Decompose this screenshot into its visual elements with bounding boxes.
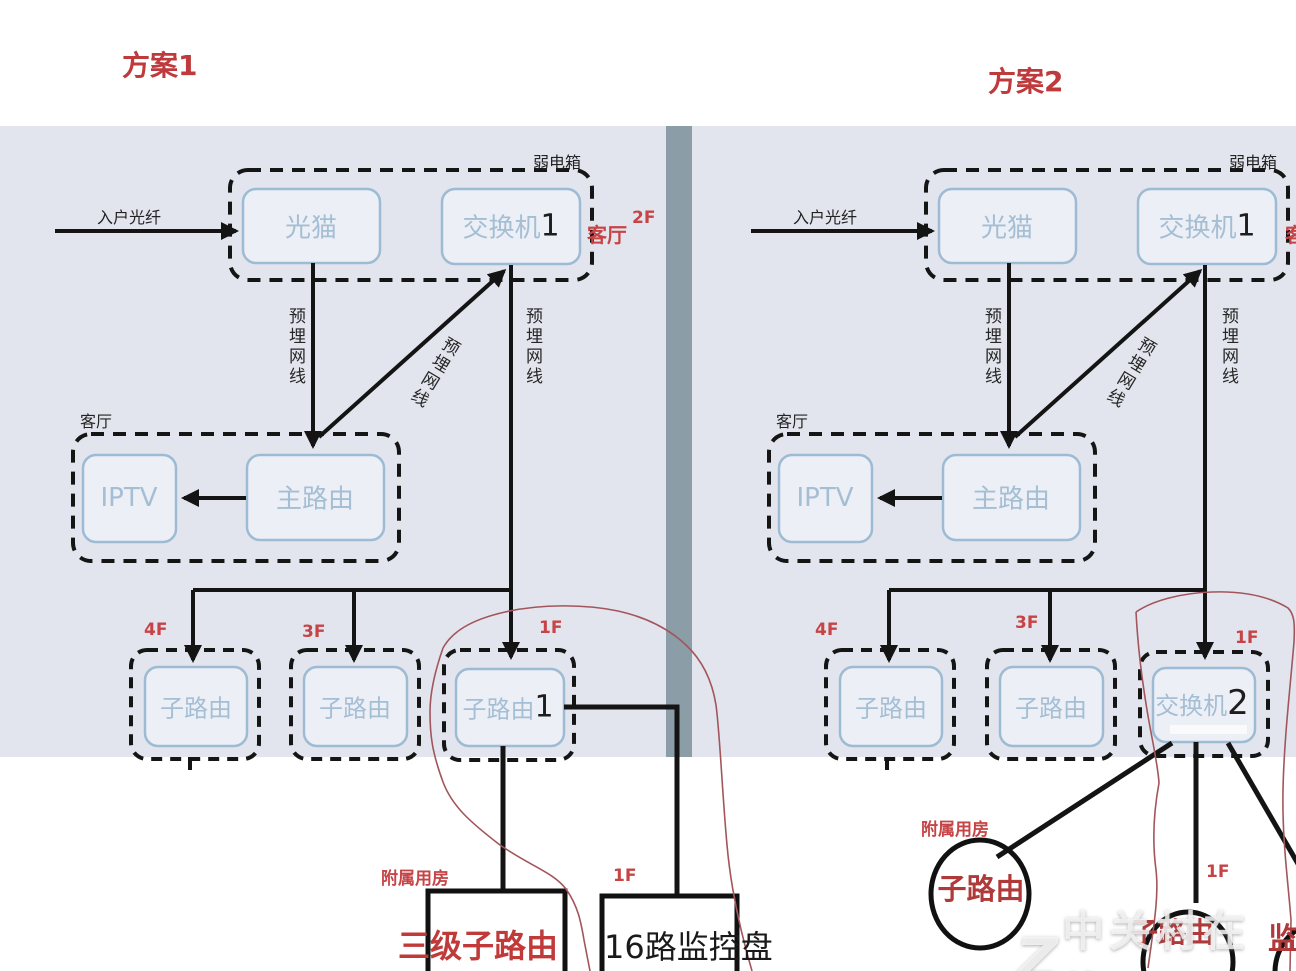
sub4f-node-left (143, 665, 249, 748)
freehand-circle-right-a (1135, 611, 1160, 969)
living-red-label-right-clipped: 客 (1285, 223, 1296, 247)
iptv-text-left: IPTV (100, 483, 158, 513)
living-room-label-right: 客厅 (776, 412, 809, 431)
fiber-label-left: 入户光纤 (97, 208, 162, 227)
main-router-node-right (941, 453, 1082, 542)
living-red-label-left: 客厅 (587, 223, 627, 247)
sub3f-node-left (302, 665, 409, 748)
monitor-circle-text-clipped: 监 (1268, 922, 1296, 957)
sub3f-text-right: 子路由 (1015, 694, 1087, 723)
monitor-panel-box (599, 893, 740, 971)
sub3f-text-left: 子路由 (319, 694, 391, 723)
living-room-label-left: 客厅 (80, 412, 113, 431)
1f-circle-text: 子路由 (1129, 916, 1215, 949)
iptv-node-left (81, 453, 178, 544)
1f-subrouter-circle (1140, 909, 1236, 971)
sub4f-node-right (838, 665, 944, 748)
freehand-circle-left-a (429, 647, 591, 971)
plan1-title: 方案1 (122, 49, 198, 82)
annex-subrouter-circle (928, 837, 1032, 951)
floor-sup-label-left: 2F (632, 208, 656, 228)
plan2-group (751, 168, 1296, 971)
freehand-circle-right-b (1135, 591, 1296, 971)
main-router-text-right: 主路由 (971, 484, 1051, 515)
cable-label-right-1: 预埋网线 (981, 307, 1001, 387)
switch1-name-right: 交换机 (1158, 213, 1237, 244)
circle2-floor-label: 1F (1206, 862, 1230, 882)
modem-text-left: 光猫 (284, 213, 338, 244)
main-router-node-left (245, 453, 386, 542)
modem-text-right: 光猫 (980, 213, 1034, 244)
weak-box-label-right: 弱电箱 (1229, 153, 1278, 172)
living-room-outline-right (767, 432, 1097, 563)
iptv-text-right: IPTV (796, 483, 854, 513)
switch1-number-left: 1 (540, 208, 560, 244)
monitor-panel-text: 16路监控盘 (604, 928, 773, 966)
router-to-switch-left (317, 268, 507, 439)
floor-1f-label-left: 1F (539, 618, 563, 638)
freehand-circle-left-b (442, 605, 753, 971)
living-room-outline-left (71, 432, 401, 563)
switch1-node-right (1136, 187, 1278, 266)
sub3f-node-right (998, 665, 1105, 748)
floor-3f-label-right: 3F (1015, 613, 1039, 633)
annex-label-right: 附属用房 (921, 820, 989, 840)
plan2-title: 方案2 (988, 65, 1064, 98)
switch1-number-right: 1 (1236, 208, 1256, 244)
cable-label-left-1: 预埋网线 (285, 307, 305, 387)
zol-watermark: Z 中关村在线 (1016, 898, 1296, 971)
tertiary-router-text: 三级子路由 (397, 927, 559, 965)
floor-1f-label-right: 1F (1235, 628, 1259, 648)
zol-watermark-text: 中关村在线 (1062, 907, 1251, 971)
annex-circle-text: 子路由 (937, 872, 1025, 906)
switch2-node-right (1151, 666, 1257, 744)
switch1-name-left: 交换机 (462, 213, 541, 244)
weak-box-label-left: 弱电箱 (533, 153, 582, 172)
fiber-label-right: 入户光纤 (793, 208, 858, 227)
panel-divider-bar (666, 126, 692, 757)
sub4f-text-right: 子路由 (855, 694, 927, 723)
sub4f-text-left: 子路由 (160, 694, 232, 723)
cable-label-left-2: 预埋网线 (522, 307, 542, 387)
main-router-text-left: 主路由 (275, 484, 355, 515)
sub1f-to-monitor (564, 704, 680, 908)
monitor-floor-label: 1F (613, 866, 637, 886)
iptv-node-right (777, 453, 874, 544)
floor-4f-label-right: 4F (815, 620, 839, 640)
switch2-name-right: 交换机 (1155, 691, 1228, 720)
router-to-switch-right (1013, 268, 1203, 439)
sub1f-name-left: 子路由 (462, 695, 535, 724)
plan1-group (55, 168, 753, 971)
switch2-number-right: 2 (1227, 683, 1249, 723)
annex-label-left: 附属用房 (381, 869, 449, 889)
floor-4f-label-left: 4F (144, 620, 168, 640)
floor-3f-label-left: 3F (302, 622, 326, 642)
zol-logo-icon: Z (1016, 925, 1059, 971)
switch1-node-left (440, 187, 582, 266)
cable-label-right-2: 预埋网线 (1218, 307, 1238, 387)
switch2-white-strip (1170, 725, 1247, 734)
sub1f-number-left: 1 (534, 689, 554, 725)
switch2-to-monitor-circle (1225, 741, 1296, 866)
tertiary-router-box (425, 888, 568, 971)
switch2-to-annex-circle (995, 740, 1174, 860)
